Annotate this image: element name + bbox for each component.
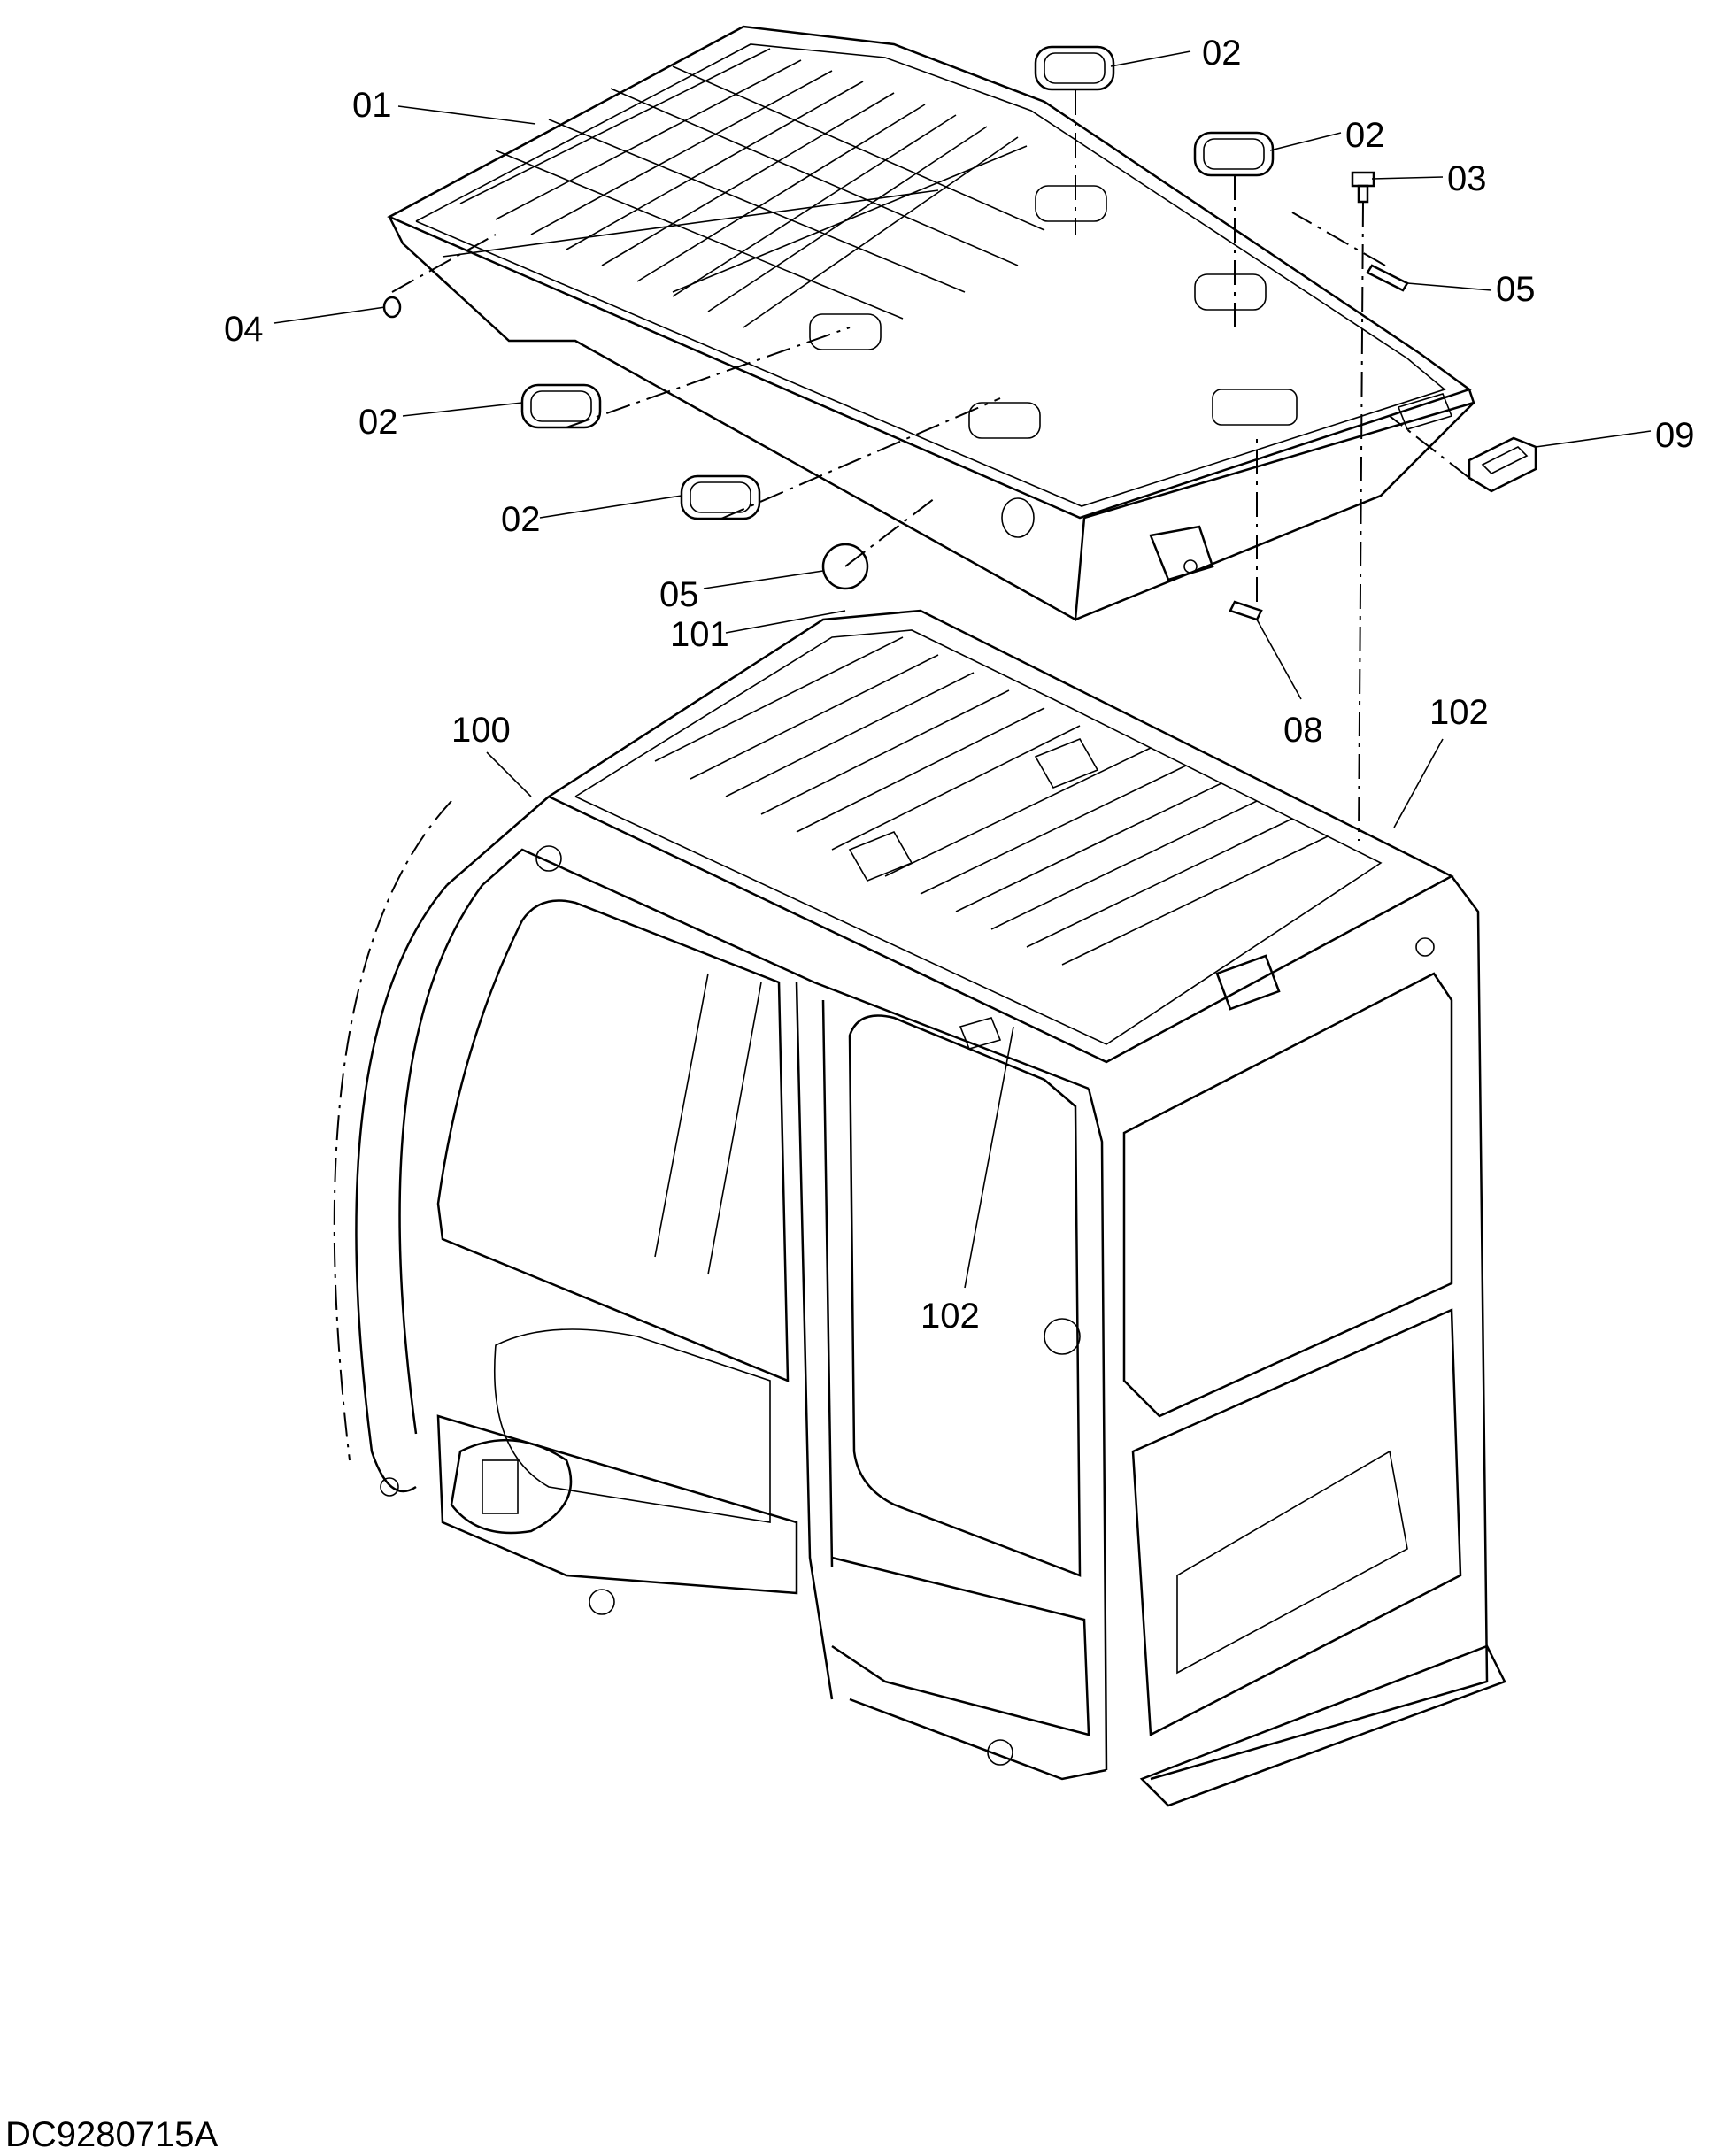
seal-part bbox=[680, 474, 761, 520]
callout-102-a: 102 bbox=[1429, 693, 1489, 732]
callout-01: 01 bbox=[352, 86, 392, 125]
clip-part bbox=[1229, 600, 1263, 621]
callout-08: 08 bbox=[1283, 711, 1323, 750]
washer-part bbox=[382, 296, 402, 319]
callout-02-b: 02 bbox=[1345, 116, 1385, 155]
cab-body-part bbox=[333, 609, 1506, 1807]
small-parts bbox=[382, 45, 1537, 621]
callout-03: 03 bbox=[1447, 159, 1487, 198]
callout-100: 100 bbox=[451, 711, 511, 750]
callout-05-a: 05 bbox=[659, 575, 699, 614]
callout-labels: 01 02 02 02 02 03 04 05 05 08 09 100 101… bbox=[224, 34, 1695, 1336]
seal-part bbox=[520, 383, 602, 429]
seal-part bbox=[1034, 45, 1115, 91]
plug-part bbox=[821, 543, 869, 590]
bolt-part bbox=[1351, 171, 1375, 188]
clip-part bbox=[1366, 264, 1409, 292]
callout-05-b: 05 bbox=[1496, 270, 1536, 309]
callout-102-b: 102 bbox=[921, 1297, 980, 1336]
roof-cover-part bbox=[387, 25, 1475, 622]
callout-02-a: 02 bbox=[1202, 34, 1242, 73]
alignment-lines bbox=[391, 90, 1470, 842]
vent-part bbox=[1468, 436, 1537, 493]
callout-09: 09 bbox=[1655, 416, 1695, 455]
callout-02-c: 02 bbox=[358, 403, 398, 442]
callout-02-d: 02 bbox=[501, 500, 541, 539]
callout-04: 04 bbox=[224, 310, 264, 349]
drawing-code: DC9280715A bbox=[5, 2115, 218, 2154]
callout-101: 101 bbox=[670, 615, 729, 654]
leader-lines bbox=[273, 50, 1652, 1289]
